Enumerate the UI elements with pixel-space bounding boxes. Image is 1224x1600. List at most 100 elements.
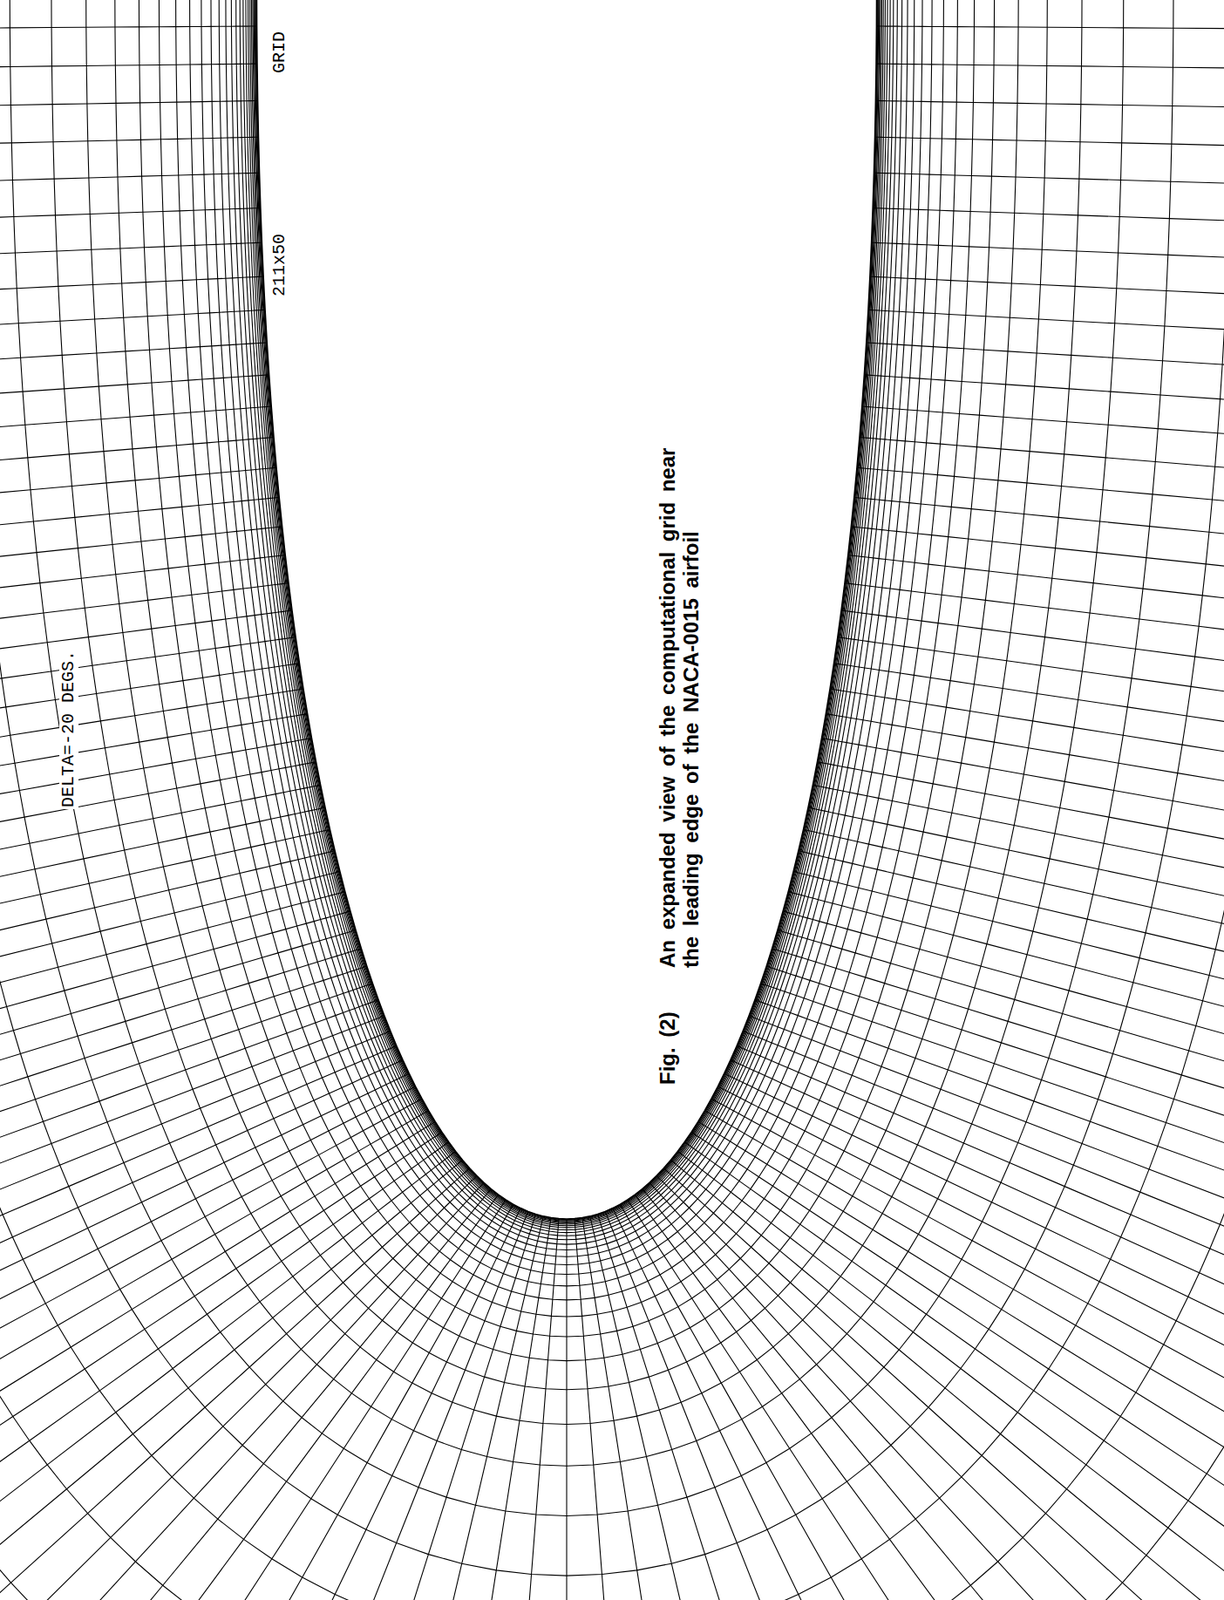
grid-line bbox=[218, 0, 915, 1257]
grid-line bbox=[243, 0, 891, 1233]
grid-line bbox=[825, 714, 1224, 928]
grid-line bbox=[822, 738, 1224, 965]
grid-line bbox=[841, 610, 1224, 777]
grid-line bbox=[201, 0, 932, 1275]
grid-line bbox=[231, 0, 902, 1245]
grid-line bbox=[252, 0, 881, 1223]
grid-line bbox=[115, 0, 1019, 1361]
grid-line bbox=[691, 1131, 1224, 1600]
grid-line bbox=[854, 496, 1224, 622]
figure-number: Fig. (2) bbox=[655, 1011, 680, 1085]
grid-line bbox=[871, 242, 1224, 296]
grid-line bbox=[698, 1121, 1224, 1600]
grid-line bbox=[255, 0, 878, 1220]
grid-line bbox=[704, 1110, 1224, 1600]
grid-line bbox=[793, 871, 1224, 1184]
grid-line bbox=[565, 1218, 567, 1600]
grid-line bbox=[0, 891, 346, 1219]
grid-line bbox=[876, 63, 1224, 80]
grid-line bbox=[0, 0, 1174, 1516]
grid-line bbox=[0, 871, 340, 1184]
grid-line bbox=[0, 1086, 416, 1600]
grid-line bbox=[848, 555, 1224, 701]
grid-line bbox=[875, 136, 1224, 168]
grid-line bbox=[0, 406, 272, 504]
grid-line bbox=[850, 526, 1224, 662]
grid-line bbox=[0, 1045, 397, 1551]
grid-line bbox=[0, 610, 293, 777]
grid-line bbox=[803, 829, 1224, 1110]
grid-line bbox=[0, 1203, 514, 1600]
grid-line bbox=[717, 1086, 1224, 1600]
grid-line bbox=[0, 850, 335, 1147]
grid-line bbox=[875, 100, 1224, 123]
grid-line bbox=[684, 1142, 1224, 1600]
grid-line bbox=[866, 342, 1224, 422]
grid-line bbox=[677, 1150, 1224, 1600]
grid-line bbox=[0, 242, 262, 296]
grid-line bbox=[634, 1194, 1224, 1600]
grid-line bbox=[0, 467, 277, 583]
grid-line bbox=[730, 1060, 1224, 1592]
grid-line bbox=[251, 0, 882, 1224]
grid-line bbox=[239, 0, 894, 1236]
grid-line bbox=[772, 948, 1224, 1328]
grid-line bbox=[0, 526, 283, 662]
grid-line bbox=[574, 1218, 674, 1600]
grid-line bbox=[0, 1159, 463, 1600]
grid-line bbox=[250, 0, 884, 1226]
grid-line bbox=[777, 930, 1224, 1292]
grid-line bbox=[597, 1213, 984, 1600]
grid-line bbox=[0, 1208, 521, 1600]
grid-line bbox=[766, 965, 1224, 1365]
grid-line bbox=[837, 637, 1224, 816]
grid-line bbox=[0, 437, 274, 544]
grid-line bbox=[0, 583, 289, 740]
grid-line bbox=[856, 467, 1224, 583]
grid-line bbox=[748, 1015, 1224, 1476]
grid-line bbox=[0, 555, 286, 701]
grid-line bbox=[670, 1159, 1224, 1600]
grid-line bbox=[0, 1131, 442, 1600]
grid-line bbox=[460, 1218, 559, 1600]
grid-line bbox=[834, 663, 1224, 853]
grid-line bbox=[0, 100, 259, 123]
grid-line bbox=[627, 1199, 1224, 1600]
grid-line bbox=[0, 1073, 409, 1600]
grid-line bbox=[812, 784, 1224, 1038]
grid-line bbox=[245, 0, 888, 1230]
grid-line bbox=[248, 0, 886, 1228]
grid-line bbox=[582, 1217, 780, 1600]
grid-line bbox=[0, 496, 279, 622]
grid-line bbox=[176, 0, 959, 1300]
grid-line bbox=[788, 891, 1224, 1219]
grid-line bbox=[0, 172, 260, 211]
grid-line bbox=[0, 999, 379, 1439]
grid-line bbox=[863, 374, 1224, 463]
grid-line bbox=[870, 276, 1224, 339]
grid-line bbox=[742, 1031, 1224, 1514]
grid-line bbox=[0, 1015, 385, 1476]
grid-line bbox=[873, 172, 1224, 211]
grid-line bbox=[0, 1031, 391, 1514]
figure-caption: An expanded view of the computational gr… bbox=[655, 435, 703, 968]
grid-line bbox=[0, 714, 308, 928]
grid-line bbox=[0, 807, 326, 1075]
grid-line bbox=[249, 1216, 544, 1600]
grid-line bbox=[711, 1098, 1224, 1600]
grid-line bbox=[158, 0, 974, 1317]
grid-line bbox=[876, 26, 1224, 35]
grid-line bbox=[353, 1217, 551, 1600]
grid-line bbox=[0, 930, 356, 1292]
grid-line bbox=[0, 1182, 484, 1600]
grid-line bbox=[0, 1194, 499, 1600]
grid-line bbox=[872, 208, 1224, 254]
grid-line bbox=[53, 1210, 528, 1600]
grid-line bbox=[0, 1060, 403, 1592]
grid-line bbox=[256, 0, 877, 1219]
